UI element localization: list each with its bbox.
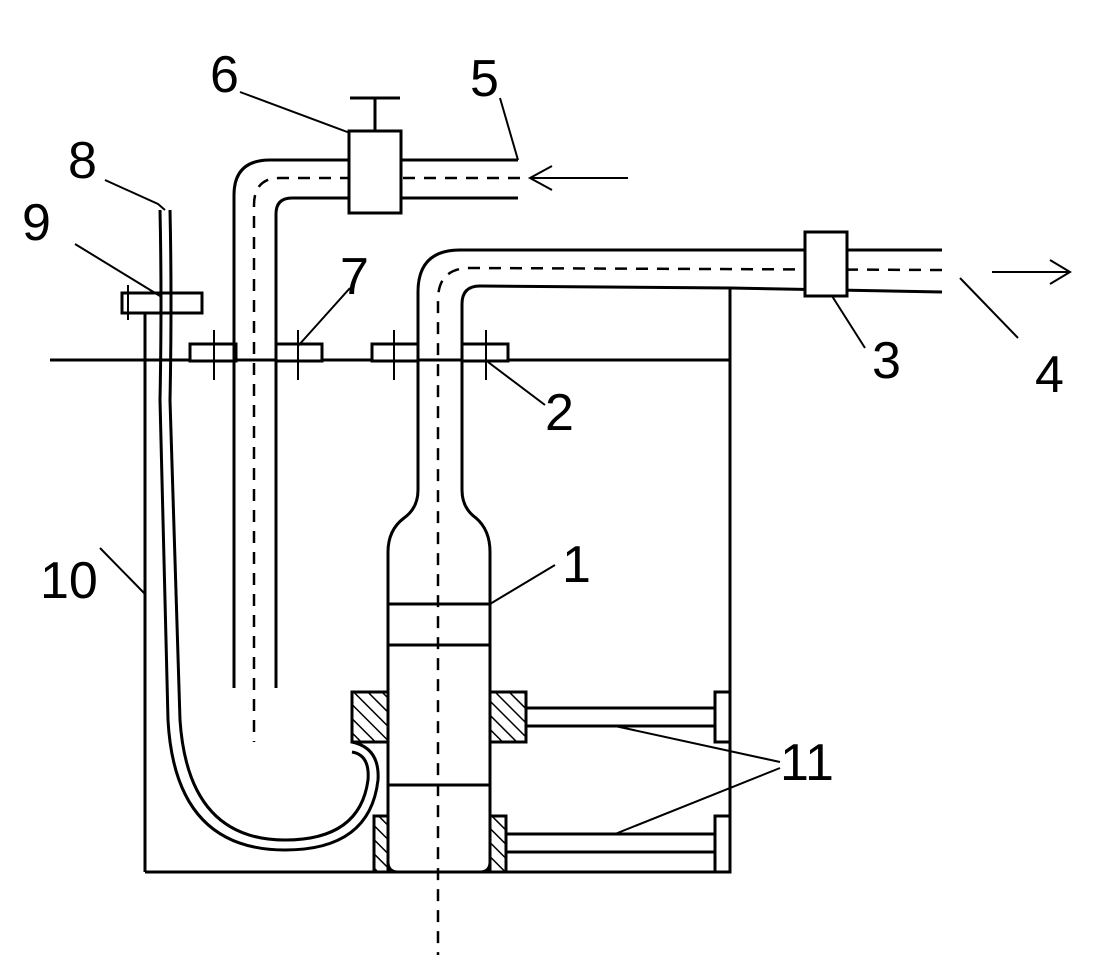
label-4: 4 bbox=[1035, 346, 1064, 404]
label-7: 7 bbox=[340, 248, 369, 306]
clamps bbox=[350, 690, 528, 874]
leader-lines bbox=[74, 91, 1019, 835]
label-1: 1 bbox=[562, 536, 591, 594]
label-8: 8 bbox=[68, 132, 97, 190]
valve bbox=[347, 96, 403, 215]
label-6: 6 bbox=[210, 46, 239, 104]
pump-body bbox=[388, 602, 490, 787]
label-11: 11 bbox=[780, 734, 834, 792]
outlet-arrow bbox=[992, 259, 1072, 285]
label-3: 3 bbox=[872, 332, 901, 390]
inlet-pipe bbox=[232, 158, 520, 742]
lid-flanges bbox=[188, 330, 510, 380]
support-rods bbox=[506, 690, 732, 874]
label-2: 2 bbox=[545, 384, 574, 442]
hose bbox=[158, 209, 380, 852]
inlet-arrow bbox=[527, 165, 628, 191]
label-10: 10 bbox=[40, 552, 98, 610]
outlet-fitting bbox=[803, 230, 849, 298]
label-9: 9 bbox=[22, 194, 51, 252]
label-5: 5 bbox=[470, 50, 499, 108]
number-labels: 1 2 3 4 5 6 7 8 9 10 11 bbox=[22, 46, 1064, 792]
